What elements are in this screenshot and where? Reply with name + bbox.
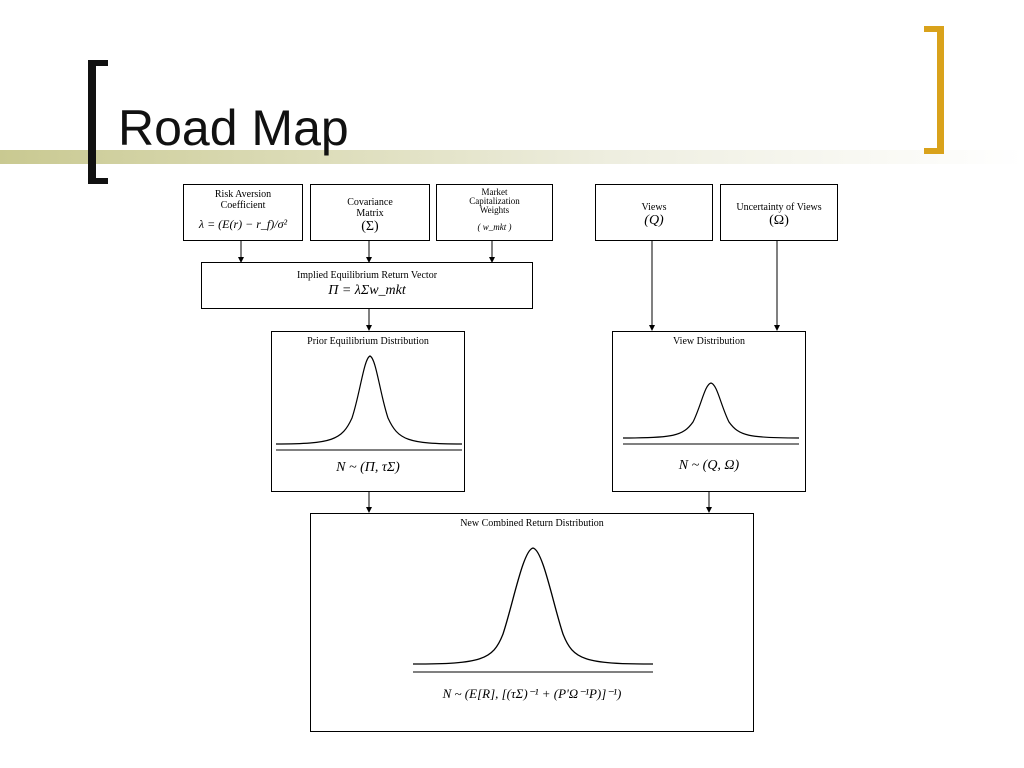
combined-distribution-label: New Combined Return Distribution (460, 518, 604, 529)
slide-title: Road Map (118, 100, 349, 156)
combined-bell-curve (412, 547, 654, 673)
risk-aversion-formula: λ = (E(r) − r_f)/σ² (198, 217, 288, 231)
risk-aversion-box: Risk Aversion Coefficient λ = (E(r) − r_… (183, 184, 303, 241)
market-cap-formula: ( w_mkt ) (477, 222, 512, 232)
view-distribution-formula: N ~ (Q, Ω) (678, 458, 740, 473)
prior-distribution-label: Prior Equilibrium Distribution (307, 336, 429, 347)
title-accent-band (0, 150, 1024, 164)
view-bell-curve (622, 382, 800, 445)
implied-equilibrium-box: Implied Equilibrium Return Vector Π = λΣ… (201, 262, 533, 309)
views-label: Views (641, 202, 667, 213)
view-distribution-label: View Distribution (673, 336, 745, 347)
views-formula: (Q) (644, 213, 664, 228)
prior-bell-curve (275, 355, 463, 451)
left-bracket-decoration (88, 60, 108, 184)
market-cap-label-3: Weights (479, 205, 510, 215)
market-cap-box: Market Capitalization Weights ( w_mkt ) (436, 184, 553, 241)
covariance-box: Covariance Matrix (Σ) (310, 184, 430, 241)
combined-distribution-box: New Combined Return Distribution N ~ (E[… (310, 513, 754, 732)
prior-distribution-formula: N ~ (Π, τΣ) (336, 460, 400, 475)
market-cap-label-1: Market (481, 187, 508, 197)
prior-distribution-box: Prior Equilibrium Distribution N ~ (Π, τ… (271, 331, 465, 492)
implied-equilibrium-label: Implied Equilibrium Return Vector (296, 270, 438, 281)
covariance-label-1: Covariance (347, 197, 393, 208)
combined-distribution-formula: N ~ (E[R], [(τΣ)⁻¹ + (P'Ω⁻¹P)]⁻¹) (442, 686, 622, 701)
covariance-label-2: Matrix (356, 208, 384, 219)
covariance-formula: (Σ) (361, 219, 379, 234)
uncertainty-formula: (Ω) (769, 213, 789, 228)
view-distribution-box: View Distribution N ~ (Q, Ω) (612, 331, 806, 492)
views-box: Views (Q) (595, 184, 713, 241)
risk-aversion-label-2: Coefficient (220, 200, 266, 211)
risk-aversion-label-1: Risk Aversion (214, 189, 272, 200)
uncertainty-label: Uncertainty of Views (736, 202, 822, 213)
market-cap-label-2: Capitalization (469, 196, 520, 206)
implied-equilibrium-formula: Π = λΣw_mkt (328, 283, 406, 298)
uncertainty-box: Uncertainty of Views (Ω) (720, 184, 838, 241)
right-bracket-decoration (924, 26, 944, 154)
